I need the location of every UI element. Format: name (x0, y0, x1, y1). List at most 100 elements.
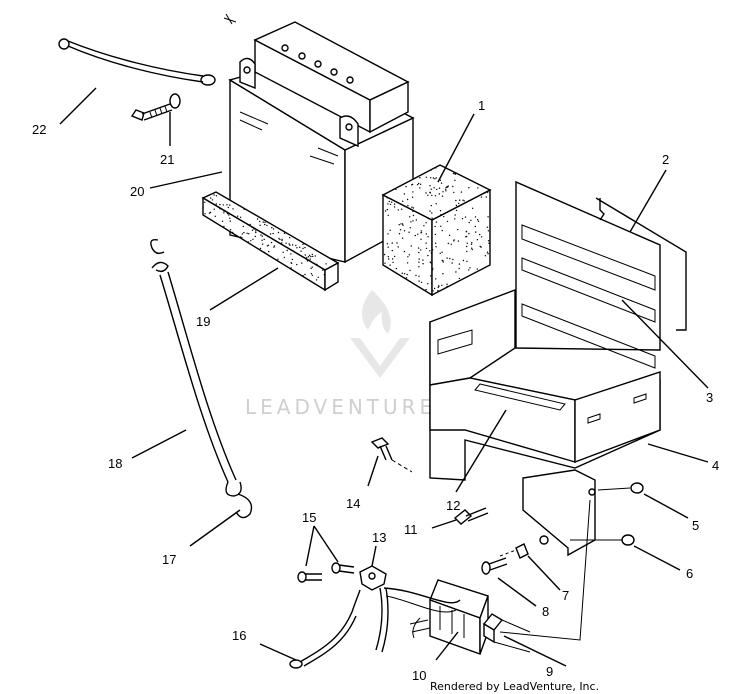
bolt-21 (130, 93, 181, 121)
foam-speck (204, 201, 206, 203)
foam-speck (439, 179, 442, 181)
foam-speck (454, 218, 456, 220)
foam-speck (435, 203, 437, 205)
foam-speck (315, 279, 318, 281)
foam-speck (290, 262, 293, 264)
foam-speck (446, 220, 449, 223)
foam-speck (438, 193, 441, 195)
foam-speck (486, 226, 489, 228)
foam-speck (311, 274, 314, 276)
foam-speck (446, 285, 448, 288)
foam-speck (239, 216, 242, 218)
foam-speck (322, 269, 324, 271)
foam-speck (264, 221, 266, 224)
foam-speck (389, 203, 392, 206)
foam-speck (431, 194, 433, 197)
foam-speck (447, 185, 449, 187)
foam-speck (304, 243, 306, 245)
foam-speck (246, 232, 248, 234)
foam-speck (273, 246, 275, 248)
foam-speck (222, 204, 224, 206)
foam-speck (441, 195, 444, 197)
foam-speck (419, 187, 421, 189)
foam-speck (393, 203, 396, 205)
foam-speck (487, 230, 490, 232)
foam-speck (290, 267, 292, 269)
foam-speck (242, 225, 244, 228)
foam-speck (414, 234, 416, 237)
callout-17: 17 (162, 552, 176, 567)
foam-speck (384, 262, 386, 264)
foam-speck (315, 263, 318, 266)
foam-speck (464, 216, 467, 218)
foam-speck (425, 176, 427, 178)
foam-speck (476, 219, 479, 221)
callout-14: 14 (346, 496, 360, 511)
foam-speck (432, 268, 434, 270)
foam-speck (291, 244, 294, 246)
foam-speck (255, 230, 257, 232)
foam-speck (458, 202, 460, 205)
foam-speck (405, 277, 408, 279)
foam-speck (387, 203, 389, 205)
foam-speck (427, 194, 429, 196)
foam-speck (202, 207, 204, 209)
foam-speck (410, 245, 412, 247)
foam-speck (455, 209, 458, 212)
foam-speck (261, 239, 263, 241)
foam-speck (431, 282, 433, 284)
foam-speck (441, 259, 443, 262)
foam-speck (443, 216, 445, 218)
foam-speck (391, 249, 393, 252)
foam-strip-19 (201, 191, 340, 292)
foam-speck (263, 251, 266, 254)
foam-speck (466, 242, 468, 244)
callout-2: 2 (662, 152, 669, 167)
foam-speck (304, 246, 306, 249)
callout-18: 18 (108, 456, 122, 471)
foam-speck (408, 231, 410, 233)
foam-speck (425, 233, 427, 235)
foam-speck (221, 220, 224, 222)
foam-speck (429, 185, 431, 187)
foam-speck (394, 255, 396, 258)
foam-speck (304, 273, 306, 276)
foam-speck (459, 199, 461, 201)
foam-speck (439, 252, 441, 254)
bolt-14 (370, 437, 413, 473)
foam-speck (250, 240, 252, 242)
foam-speck (282, 251, 284, 254)
watermark-text: LEADVENTURE (245, 395, 436, 419)
foam-speck (441, 229, 443, 232)
foam-speck (448, 234, 451, 236)
foam-speck (223, 225, 225, 228)
foam-speck (431, 249, 434, 251)
foam-speck (269, 233, 272, 235)
foam-speck (386, 243, 389, 245)
foam-speck (418, 258, 420, 260)
foam-speck (471, 248, 473, 251)
foam-speck (434, 225, 436, 228)
leader-lines (59, 87, 709, 667)
foam-speck (219, 208, 221, 210)
foam-speck (427, 283, 429, 285)
foam-speck (454, 214, 456, 216)
foam-speck (431, 212, 433, 214)
foam-speck (420, 281, 423, 284)
foam-speck (440, 182, 443, 184)
foam-speck (415, 219, 417, 221)
foam-speck (453, 240, 455, 242)
foam-speck (232, 208, 234, 210)
foam-speck (398, 233, 401, 235)
foam-speck (420, 238, 422, 240)
foam-speck (261, 243, 264, 245)
foam-speck (403, 273, 406, 275)
foam-speck (302, 275, 304, 277)
foam-speck (465, 231, 468, 233)
foam-speck (302, 247, 304, 250)
foam-speck (422, 259, 424, 261)
foam-speck (278, 237, 280, 240)
render-credit: Rendered by LeadVenture, Inc. (430, 680, 599, 693)
hold-down-strap-18 (150, 238, 253, 519)
foam-speck (452, 258, 454, 261)
